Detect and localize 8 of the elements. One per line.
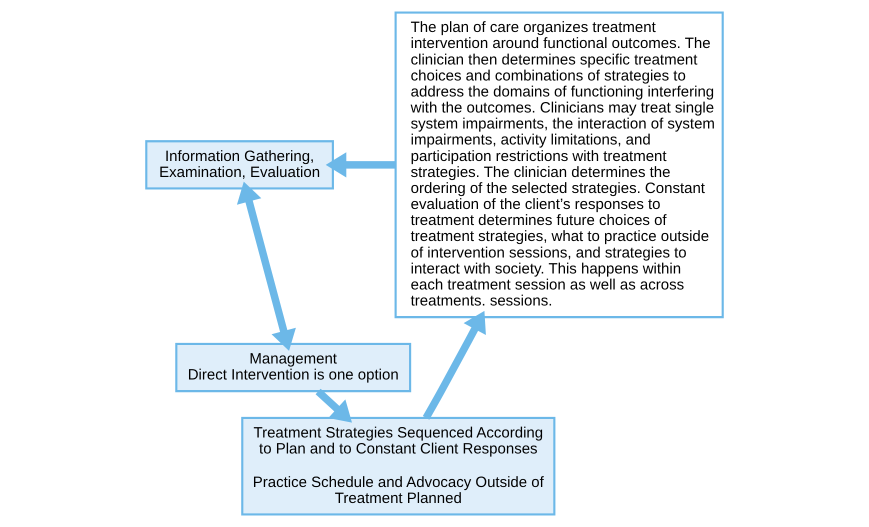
node-box: Information Gathering, Examination, Evaluation xyxy=(145,140,334,190)
node-box: The plan of care organizes treatment intervention around functional outcomes. The clinician then determines specific treatment choices and combinations of strategies to address the domains of functioning interfering with the outcomes. Clinicians may treat single system impairments, the interaction of system impairments, activity limitations, and participation restrictions with treatment strategies. The clinician determines the ordering of the selected strategies. Constant evaluation of the client’s responses to treatment determines future choices of treatment strategies, what to practice outside of intervention sessions, and strategies to interact with society. This happens within each treatment session as well as across treatments. sessions. xyxy=(394,11,724,318)
node-box: Treatment Strategies Sequenced According to Plan and to Constant Client Responses Practice Schedule and Advocacy Outside of Treatment Planned xyxy=(241,416,556,516)
arrow xyxy=(326,152,396,178)
arrow xyxy=(316,388,352,423)
node-box: Management Direct Intervention is one option xyxy=(175,342,412,392)
arrow xyxy=(236,182,296,351)
arrow xyxy=(422,310,486,420)
